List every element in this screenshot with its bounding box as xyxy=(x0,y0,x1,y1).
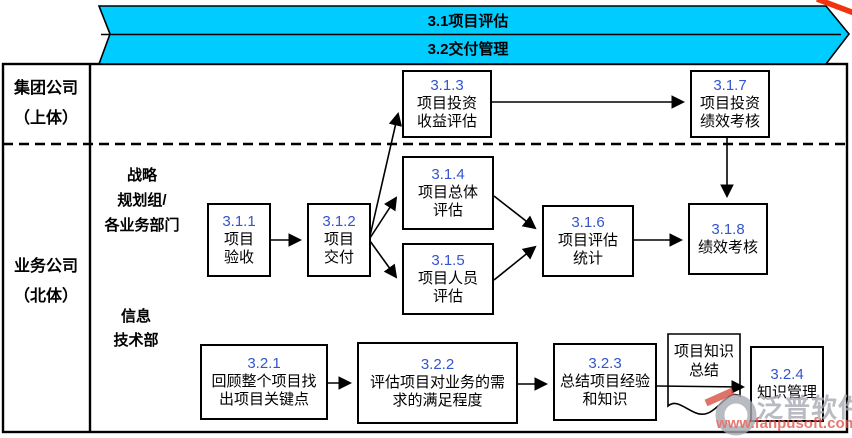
node-number: 3.2.3 xyxy=(588,355,622,372)
node-investment-performance-assessment: 3.1.7 项目投资 绩效考核 xyxy=(690,70,770,138)
banner-row2-label: 3.2交付管理 xyxy=(427,41,509,58)
node-number: 3.2.1 xyxy=(247,355,281,372)
arrow-314-316 xyxy=(493,195,537,230)
node-number: 3.1.4 xyxy=(431,166,465,183)
arrow-312-315 xyxy=(369,240,398,279)
node-number: 3.2.4 xyxy=(770,366,804,383)
node-label: 项目投资 收益评估 xyxy=(416,95,477,130)
node-overall-evaluation: 3.1.4 项目总体 评估 xyxy=(402,156,494,230)
node-number: 3.1.1 xyxy=(222,213,256,230)
node-number: 3.2.2 xyxy=(420,356,455,373)
node-review-key-points: 3.2.1 回顾整个项目找 出项目关键点 xyxy=(200,344,328,420)
node-investment-return-evaluation: 3.1.3 项目投资 收益评估 xyxy=(402,70,492,138)
arrow-312-314 xyxy=(369,196,398,239)
node-number: 3.1.3 xyxy=(430,77,464,94)
node-project-delivery: 3.1.2 项目 交付 xyxy=(307,203,371,277)
lane-business-company-label: 业务公司 （北体） xyxy=(13,258,78,305)
arrow-315-316 xyxy=(493,245,537,281)
node-label: 项目 交付 xyxy=(323,231,354,266)
corner-red-stroke xyxy=(816,0,852,16)
node-number: 3.1.5 xyxy=(431,252,465,269)
arrow-323-324 xyxy=(656,380,746,394)
node-label: 知识管理 xyxy=(756,384,817,401)
node-label: 项目评估 统计 xyxy=(557,232,618,267)
node-label: 绩效考核 xyxy=(697,239,758,256)
node-number: 3.1.2 xyxy=(322,213,356,230)
node-label: 项目总体 评估 xyxy=(417,184,478,219)
node-knowledge-management: 3.2.4 知识管理 xyxy=(750,346,824,422)
node-number: 3.1.7 xyxy=(713,77,747,94)
node-business-satisfaction-evaluation: 3.2.2 评估项目对业务的需 求的满足程度 xyxy=(357,342,518,424)
node-label: 总结项目经验 和知识 xyxy=(559,373,650,408)
node-label: 回顾整个项目找 出项目关键点 xyxy=(211,373,317,408)
node-label: 评估项目对业务的需 求的满足程度 xyxy=(369,374,505,409)
node-summarize-experience-knowledge: 3.2.3 总结项目经验 和知识 xyxy=(553,343,657,421)
banner-row1-label: 3.1项目评估 xyxy=(427,13,509,30)
node-performance-assessment: 3.1.8 绩效考核 xyxy=(688,203,768,275)
node-number: 3.1.6 xyxy=(571,214,605,231)
node-label: 项目 验收 xyxy=(223,231,254,266)
node-number: 3.1.8 xyxy=(711,221,745,238)
node-label: 项目投资 绩效考核 xyxy=(699,95,760,130)
lane-it-dept-label: 信息 技术部 xyxy=(113,308,159,349)
node-project-acceptance: 3.1.1 项目 验收 xyxy=(207,203,271,277)
node-label: 项目人员 评估 xyxy=(417,270,478,305)
arrow-312-313 xyxy=(369,112,403,237)
node-personnel-evaluation: 3.1.5 项目人员 评估 xyxy=(402,243,494,315)
node-evaluation-statistics: 3.1.6 项目评估 统计 xyxy=(542,205,634,277)
lane-group-company-label: 集团公司 （上体） xyxy=(13,80,78,127)
lane-strategy-dept-label: 战略 规划组/ 各业务部门 xyxy=(104,167,180,234)
node-project-knowledge-summary: 项目知识 总结 xyxy=(673,343,734,379)
